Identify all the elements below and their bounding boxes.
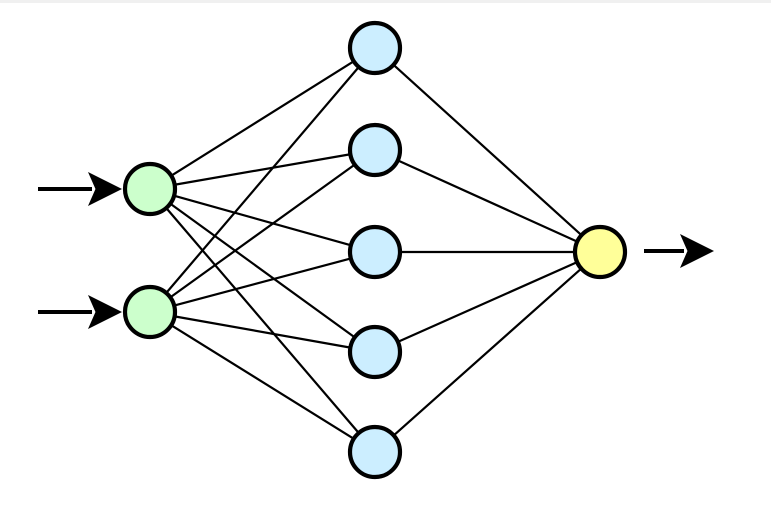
edge-h2-o1 — [395, 158, 580, 244]
input-node-1 — [122, 161, 178, 217]
input-arrow-1-head — [88, 172, 122, 206]
hidden-node-4 — [347, 324, 403, 380]
edge-i2-h2 — [167, 162, 358, 300]
hidden-node-5 — [347, 424, 403, 480]
edge-h1-o1 — [391, 62, 584, 238]
edge-i2-h3 — [171, 256, 354, 308]
hidden-node-1 — [347, 20, 403, 76]
edge-i1-h1 — [168, 59, 357, 178]
hidden-node-2 — [347, 122, 403, 178]
edges-group — [164, 59, 584, 441]
output-arrow-1-head — [680, 234, 714, 268]
output-node-1 — [572, 224, 628, 280]
edge-h5-o1 — [391, 266, 584, 438]
edge-i2-h4 — [172, 315, 353, 349]
hidden-node-3 — [347, 224, 403, 280]
edge-i2-h1 — [164, 64, 361, 296]
input-arrow-2-head — [88, 295, 122, 329]
edge-h4-o1 — [395, 260, 580, 344]
io-arrows-group — [38, 172, 714, 329]
edge-i2-h5 — [168, 323, 357, 441]
top-edge-band — [0, 0, 771, 3]
edge-i1-h4 — [167, 201, 358, 340]
edge-i1-h3 — [171, 194, 354, 247]
input-node-2 — [122, 284, 178, 340]
edge-i1-h5 — [164, 205, 361, 436]
nodes-group — [122, 20, 628, 480]
edge-i1-h2 — [172, 152, 353, 187]
